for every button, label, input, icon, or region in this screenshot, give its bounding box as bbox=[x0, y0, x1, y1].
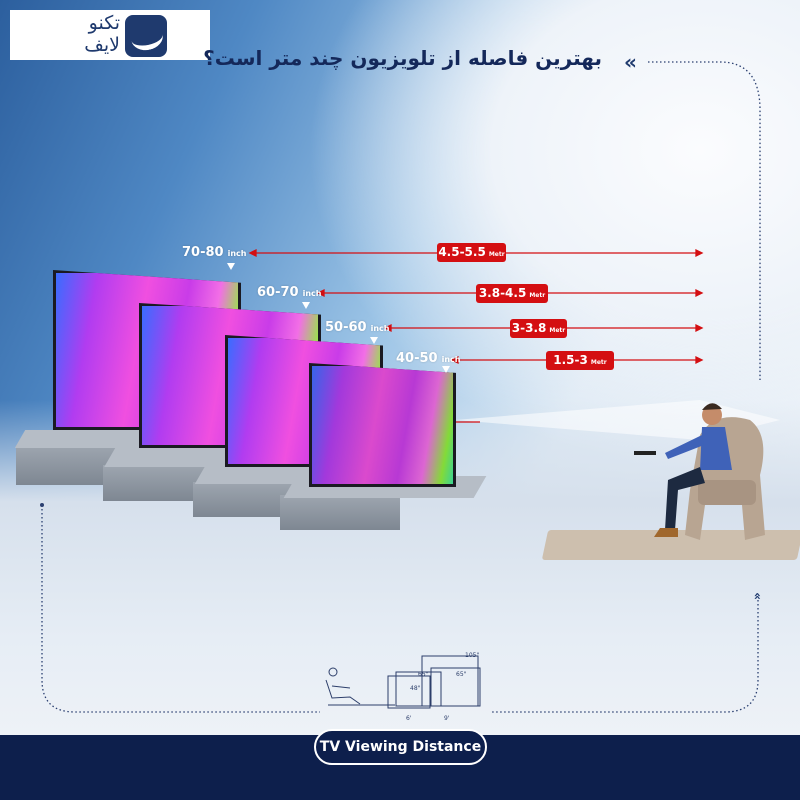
double-chevron-up-icon: » bbox=[750, 592, 764, 600]
logo-line-2: لایف bbox=[84, 34, 120, 56]
logo-icon bbox=[125, 15, 167, 57]
logo-line-1: تکنو bbox=[88, 12, 120, 34]
page-title: بهترین فاصله از تلویزیون چند متر است؟ bbox=[203, 46, 602, 70]
tv-viewing-distance-label: TV Viewing Distance bbox=[314, 729, 487, 765]
sketch-label-105: 105" bbox=[465, 652, 479, 659]
sketch-labels: 105" 65" 65" 48" 6' 9' bbox=[406, 652, 479, 722]
triangle-down-icon bbox=[227, 263, 235, 270]
light-beam bbox=[455, 400, 780, 440]
double-chevron-left-icon: « bbox=[624, 50, 637, 74]
sketch-distance-6: 6' bbox=[406, 715, 412, 722]
dotted-path-right bbox=[490, 600, 759, 713]
viewing-sketch bbox=[325, 655, 481, 709]
triangle-down-icon bbox=[442, 366, 450, 373]
triangle-down-icon bbox=[302, 302, 310, 309]
sketch-label-65b: 65" bbox=[456, 671, 467, 678]
viewer-in-armchair bbox=[634, 403, 765, 540]
dotted-path-top bbox=[648, 61, 761, 380]
tv-40-50 bbox=[309, 363, 456, 487]
sketch-label-48: 48" bbox=[410, 685, 421, 692]
sketch-distance-9: 9' bbox=[444, 715, 450, 722]
pedestal-4 bbox=[280, 495, 400, 530]
triangle-down-icon bbox=[370, 337, 378, 344]
dotted-path-left bbox=[41, 505, 320, 713]
sketch-label-65a: 65" bbox=[418, 671, 429, 678]
pedestal-top-2 bbox=[104, 447, 246, 467]
